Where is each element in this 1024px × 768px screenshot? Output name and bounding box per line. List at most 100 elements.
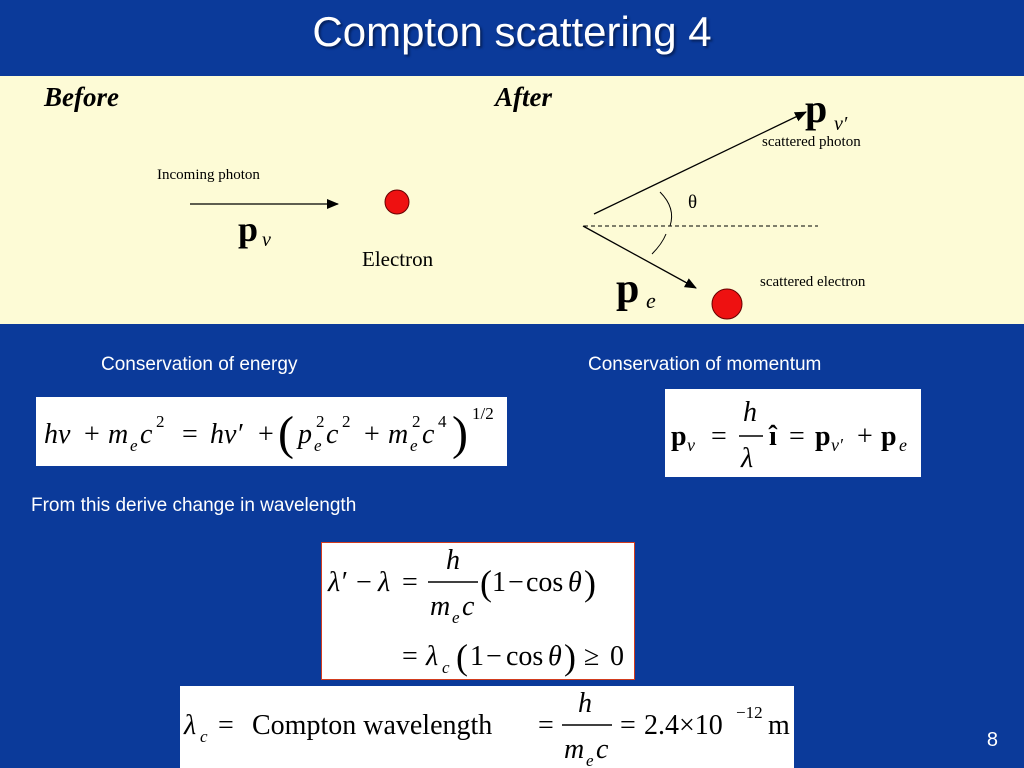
eq-cw-unit: m (768, 710, 790, 741)
scattered-photon-label: scattered photon (762, 134, 861, 150)
incoming-momentum-sub: ν (262, 229, 271, 251)
eq-wl-rparen1: ) (584, 563, 596, 603)
eq-cw-equals3: = (620, 710, 636, 741)
diagram-svg: Before Incoming photon p ν Electron Afte… (43, 82, 866, 320)
eq-wl-c: c (462, 591, 475, 622)
eq-mom-equals1: = (711, 421, 727, 452)
eq-energy-plus3: + (364, 419, 380, 450)
wavelength-shift-equation: λ′ − λ = h m e c ( 1 − cos θ ) = λ c ( 1… (327, 545, 624, 677)
eq-wl-one1: 1 (492, 567, 506, 598)
eq-wl-lambda-c-sub: c (442, 658, 450, 677)
eq-wl-lparen2: ( (456, 637, 468, 677)
eq-energy-c2: c (326, 419, 339, 450)
theta-label: θ (688, 192, 697, 213)
eq-energy-nuprime: ν′ (224, 419, 243, 450)
energy-equation: h ν + m e c 2 = h ν′ + ( p e 2 c 2 + m e… (44, 404, 494, 460)
eq-energy-h: h (44, 419, 58, 450)
eq-energy-nu: ν (58, 419, 71, 450)
eq-cw-e: e (586, 751, 594, 768)
eq-mom-p3: p (881, 421, 897, 452)
eq-energy-pow4: 4 (438, 412, 447, 431)
momentum-equation: p ν = h λ î = p ν′ + p e (671, 397, 907, 474)
theta-arc (659, 191, 673, 227)
eq-energy-sq4: 2 (412, 412, 421, 431)
incoming-photon-label: Incoming photon (157, 167, 260, 183)
eq-mom-p2: p (815, 421, 831, 452)
after-label: After (493, 82, 552, 112)
before-label: Before (43, 82, 119, 112)
eq-energy-m1: m (108, 419, 128, 450)
eq-energy-m2: m (388, 419, 408, 450)
eq-mom-lambda: λ (740, 443, 753, 474)
eq-cw-m: m (564, 734, 584, 765)
eq-wl-cos2: cos (506, 641, 543, 672)
wavelength-shift-box: λ′ − λ = h m e c ( 1 − cos θ ) = λ c ( 1… (321, 542, 635, 680)
electron-label: Electron (362, 247, 434, 271)
scattered-photon-arrow (593, 111, 807, 215)
eq-wl-lparen1: ( (480, 563, 492, 603)
eq-energy-h2: h (210, 419, 224, 450)
eq-wl-lambda-prime: λ′ (327, 567, 347, 598)
eq-energy-equals: = (182, 419, 198, 450)
eq-energy-c1: c (140, 419, 153, 450)
eq-mom-ihat: î (768, 421, 778, 452)
eq-energy-e3: e (410, 436, 418, 455)
eq-energy-sq3: 2 (342, 412, 351, 431)
eq-mom-e: e (899, 435, 907, 455)
eq-energy-e1: e (130, 436, 138, 455)
eq-energy-rparen: ) (452, 407, 468, 460)
eq-mom-nuprime: ν′ (831, 435, 844, 455)
eq-cw-equals1: = (218, 710, 234, 741)
eq-wl-h: h (446, 545, 460, 576)
eq-wl-minus2: − (508, 567, 524, 598)
eq-wl-lambda: λ (377, 567, 390, 598)
energy-equation-box: h ν + m e c 2 = h ν′ + ( p e 2 c 2 + m e… (36, 397, 507, 466)
eq-wl-zero: 0 (610, 641, 624, 672)
eq-mom-p1: p (671, 421, 687, 452)
eq-cw-c: c (596, 734, 609, 765)
electron-after-circle (711, 288, 743, 320)
compton-wavelength-box: λ c = Compton wavelength = h m e c = 2.4… (180, 686, 794, 768)
eq-wl-minus3: − (486, 641, 502, 672)
eq-wl-one2: 1 (470, 641, 484, 672)
compton-wavelength-equation: λ c = Compton wavelength = h m e c = 2.4… (183, 688, 790, 768)
eq-cw-lambda: λ (183, 710, 196, 741)
scattered-electron-momentum-sub: e (646, 288, 656, 313)
scattering-diagram: Before Incoming photon p ν Electron Afte… (0, 76, 1024, 324)
electron-before-circle (384, 189, 410, 215)
eq-mom-plus: + (857, 421, 873, 452)
eq-cw-value: 2.4×10 (644, 710, 723, 741)
eq-wl-theta1: θ (568, 567, 582, 598)
eq-mom-nu: ν (687, 435, 695, 455)
eq-wl-cos1: cos (526, 567, 563, 598)
scattered-electron-momentum-symbol: p (616, 266, 639, 312)
eq-cw-lambda-sub: c (200, 727, 208, 746)
eq-energy-lparen: ( (278, 407, 294, 460)
eq-wl-e: e (452, 608, 460, 627)
eq-cw-exponent: −12 (736, 703, 763, 722)
momentum-conservation-label: Conservation of momentum (588, 354, 822, 375)
eq-energy-plus1: + (84, 419, 100, 450)
eq-cw-h: h (578, 688, 592, 719)
eq-wl-geq: ≥ (584, 641, 599, 672)
eq-energy-exponent: 1/2 (472, 404, 494, 423)
eq-wl-theta2: θ (548, 641, 562, 672)
eq-energy-plus2: + (258, 419, 274, 450)
scattered-photon-momentum-sub: ν′ (834, 113, 848, 135)
scattered-photon-momentum-symbol: p (805, 86, 827, 131)
derive-instruction: From this derive change in wavelength (31, 495, 357, 516)
eq-energy-c3: c (422, 419, 435, 450)
eq-mom-equals2: = (789, 421, 805, 452)
eq-wl-equals2: = (402, 641, 418, 672)
eq-wl-rparen2: ) (564, 637, 576, 677)
scattered-electron-arrow (582, 225, 697, 289)
eq-mom-h: h (743, 397, 757, 428)
eq-wl-lambda-c: λ (425, 641, 438, 672)
eq-energy-sq1: 2 (156, 412, 165, 431)
eq-energy-p: p (296, 419, 312, 450)
eq-cw-name: Compton wavelength (252, 710, 492, 741)
scattered-electron-label: scattered electron (760, 274, 866, 290)
eq-energy-sq2: 2 (316, 412, 325, 431)
momentum-equation-box: p ν = h λ î = p ν′ + p e (665, 389, 921, 477)
energy-conservation-label: Conservation of energy (101, 354, 298, 375)
